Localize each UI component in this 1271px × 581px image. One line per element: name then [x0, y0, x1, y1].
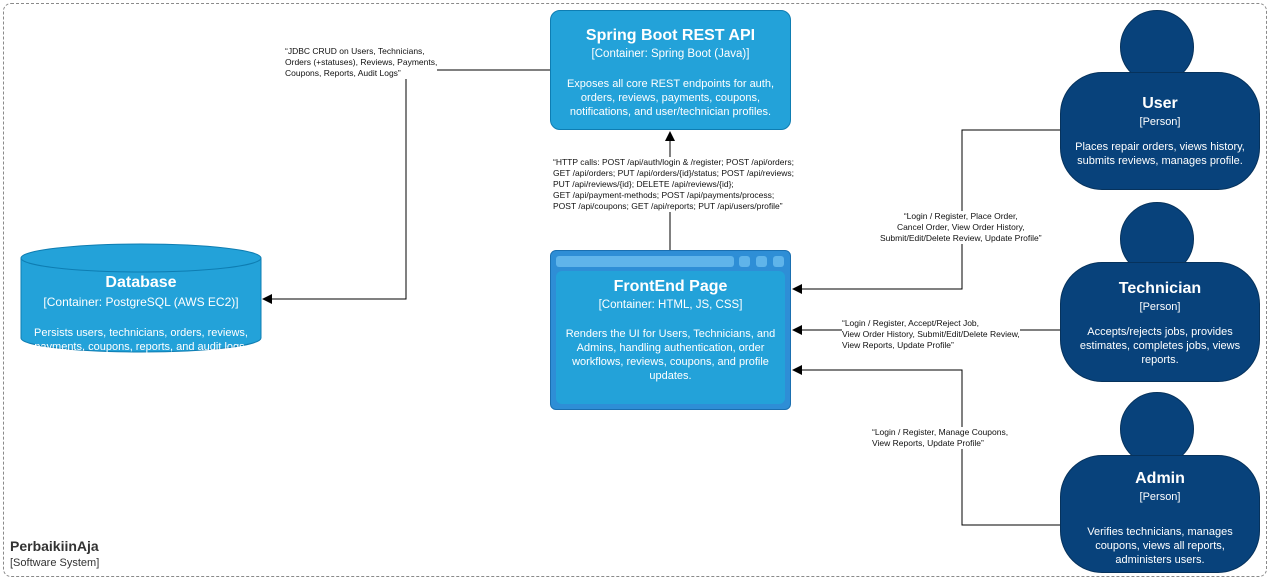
database-tech: [Container: PostgreSQL (AWS EC2)]: [43, 295, 239, 309]
user-person-head: [1120, 10, 1194, 84]
database-desc: Persists users, technicians, orders, rev…: [34, 327, 248, 353]
label-admin-fe: “Login / Register, Manage Coupons,View R…: [872, 427, 1009, 449]
api-desc: Exposes all core REST endpoints for auth…: [566, 78, 775, 118]
database-title: Database: [105, 274, 177, 291]
frontend-tech: [Container: HTML, JS, CSS]: [598, 299, 743, 311]
edge-api-db: [262, 69, 550, 304]
person-technician[interactable]: Technician [Person] Accepts/rejects jobs…: [1060, 262, 1260, 382]
frontend-body: FrontEnd Page [Container: HTML, JS, CSS]…: [556, 271, 785, 404]
technician-desc: Accepts/rejects jobs, provides estimates…: [1079, 326, 1241, 366]
system-boundary: [3, 3, 1267, 577]
api-title: Spring Boot REST API: [585, 27, 756, 44]
api-tech: [Container: Spring Boot (Java)]: [591, 48, 750, 60]
window-bar: [556, 256, 734, 267]
admin-title: Admin: [1135, 470, 1185, 487]
container-spring-boot-api[interactable]: Spring Boot REST API [Container: Spring …: [550, 10, 791, 130]
user-desc: Places repair orders, views history, sub…: [1075, 141, 1245, 167]
label-tech-fe: “Login / Register, Accept/Reject Job,Vie…: [842, 318, 1020, 351]
frontend-desc: Renders the UI for Users, Technicians, a…: [565, 328, 776, 382]
database-cylinder: [20, 243, 262, 353]
user-title: User: [1142, 95, 1178, 112]
frontend-title: FrontEnd Page: [613, 278, 728, 295]
system-name: PerbaikiinAja: [10, 538, 99, 554]
admin-desc: Verifies technicians, manages coupons, v…: [1087, 526, 1233, 566]
container-database[interactable]: Database [Container: PostgreSQL (AWS EC2…: [21, 274, 261, 354]
window-button: [756, 256, 767, 267]
label-api-db: “JDBC CRUD on Users, Technicians,Orders …: [285, 46, 438, 79]
edge-user-fe: [792, 129, 1060, 294]
technician-title: Technician: [1118, 280, 1202, 297]
window-button: [739, 256, 750, 267]
technician-tech: [Person]: [1139, 301, 1181, 313]
label-fe-api: “HTTP calls: POST /api/auth/login & /reg…: [553, 157, 794, 212]
window-button: [773, 256, 784, 267]
container-frontend-page[interactable]: FrontEnd Page [Container: HTML, JS, CSS]…: [550, 250, 791, 410]
person-admin[interactable]: Admin [Person] Verifies technicians, man…: [1060, 455, 1260, 573]
system-type: [Software System]: [10, 557, 100, 569]
label-user-fe: “Login / Register, Place Order,Cancel Or…: [880, 211, 1042, 244]
admin-tech: [Person]: [1139, 491, 1181, 503]
person-user[interactable]: User [Person] Places repair orders, view…: [1060, 72, 1260, 190]
user-tech: [Person]: [1139, 116, 1181, 128]
